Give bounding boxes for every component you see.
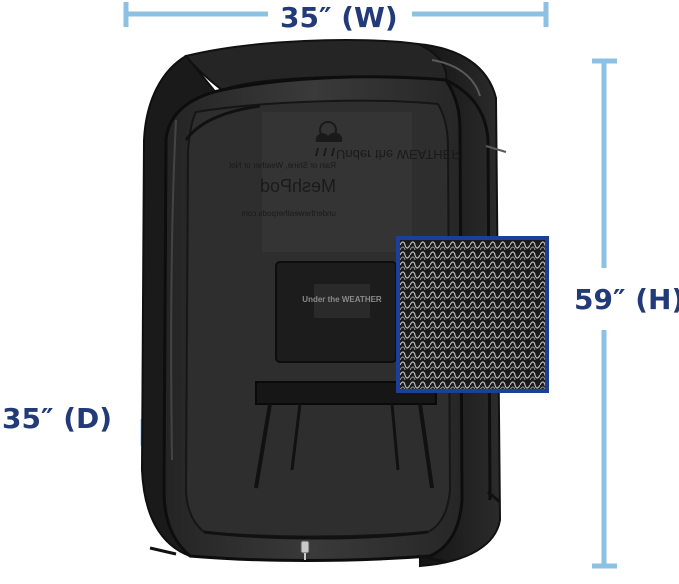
cloud-sun-logo-icon (315, 121, 343, 157)
height-dimension-line (592, 58, 617, 569)
back-tagline-text: Rain or Shine, Weather or Not (228, 161, 336, 170)
zipper-pull-icon (300, 540, 310, 560)
width-dimension-line (123, 2, 549, 27)
width-dimension-label: 35″ (W) (280, 1, 398, 34)
chair-brand-text: Under the WEATHER (302, 295, 382, 304)
back-url-text: undertheweatherpods.com (241, 209, 336, 218)
depth-dimension-label: 35″ (D) (2, 402, 113, 435)
height-dimension-label: 59″ (H) (574, 283, 679, 316)
mesh-detail-inset (396, 236, 549, 393)
chair: Under the WEATHER (254, 261, 437, 489)
back-brand-text: Under the WEATHER (336, 147, 461, 162)
back-model-text: MeshPod (260, 176, 336, 196)
